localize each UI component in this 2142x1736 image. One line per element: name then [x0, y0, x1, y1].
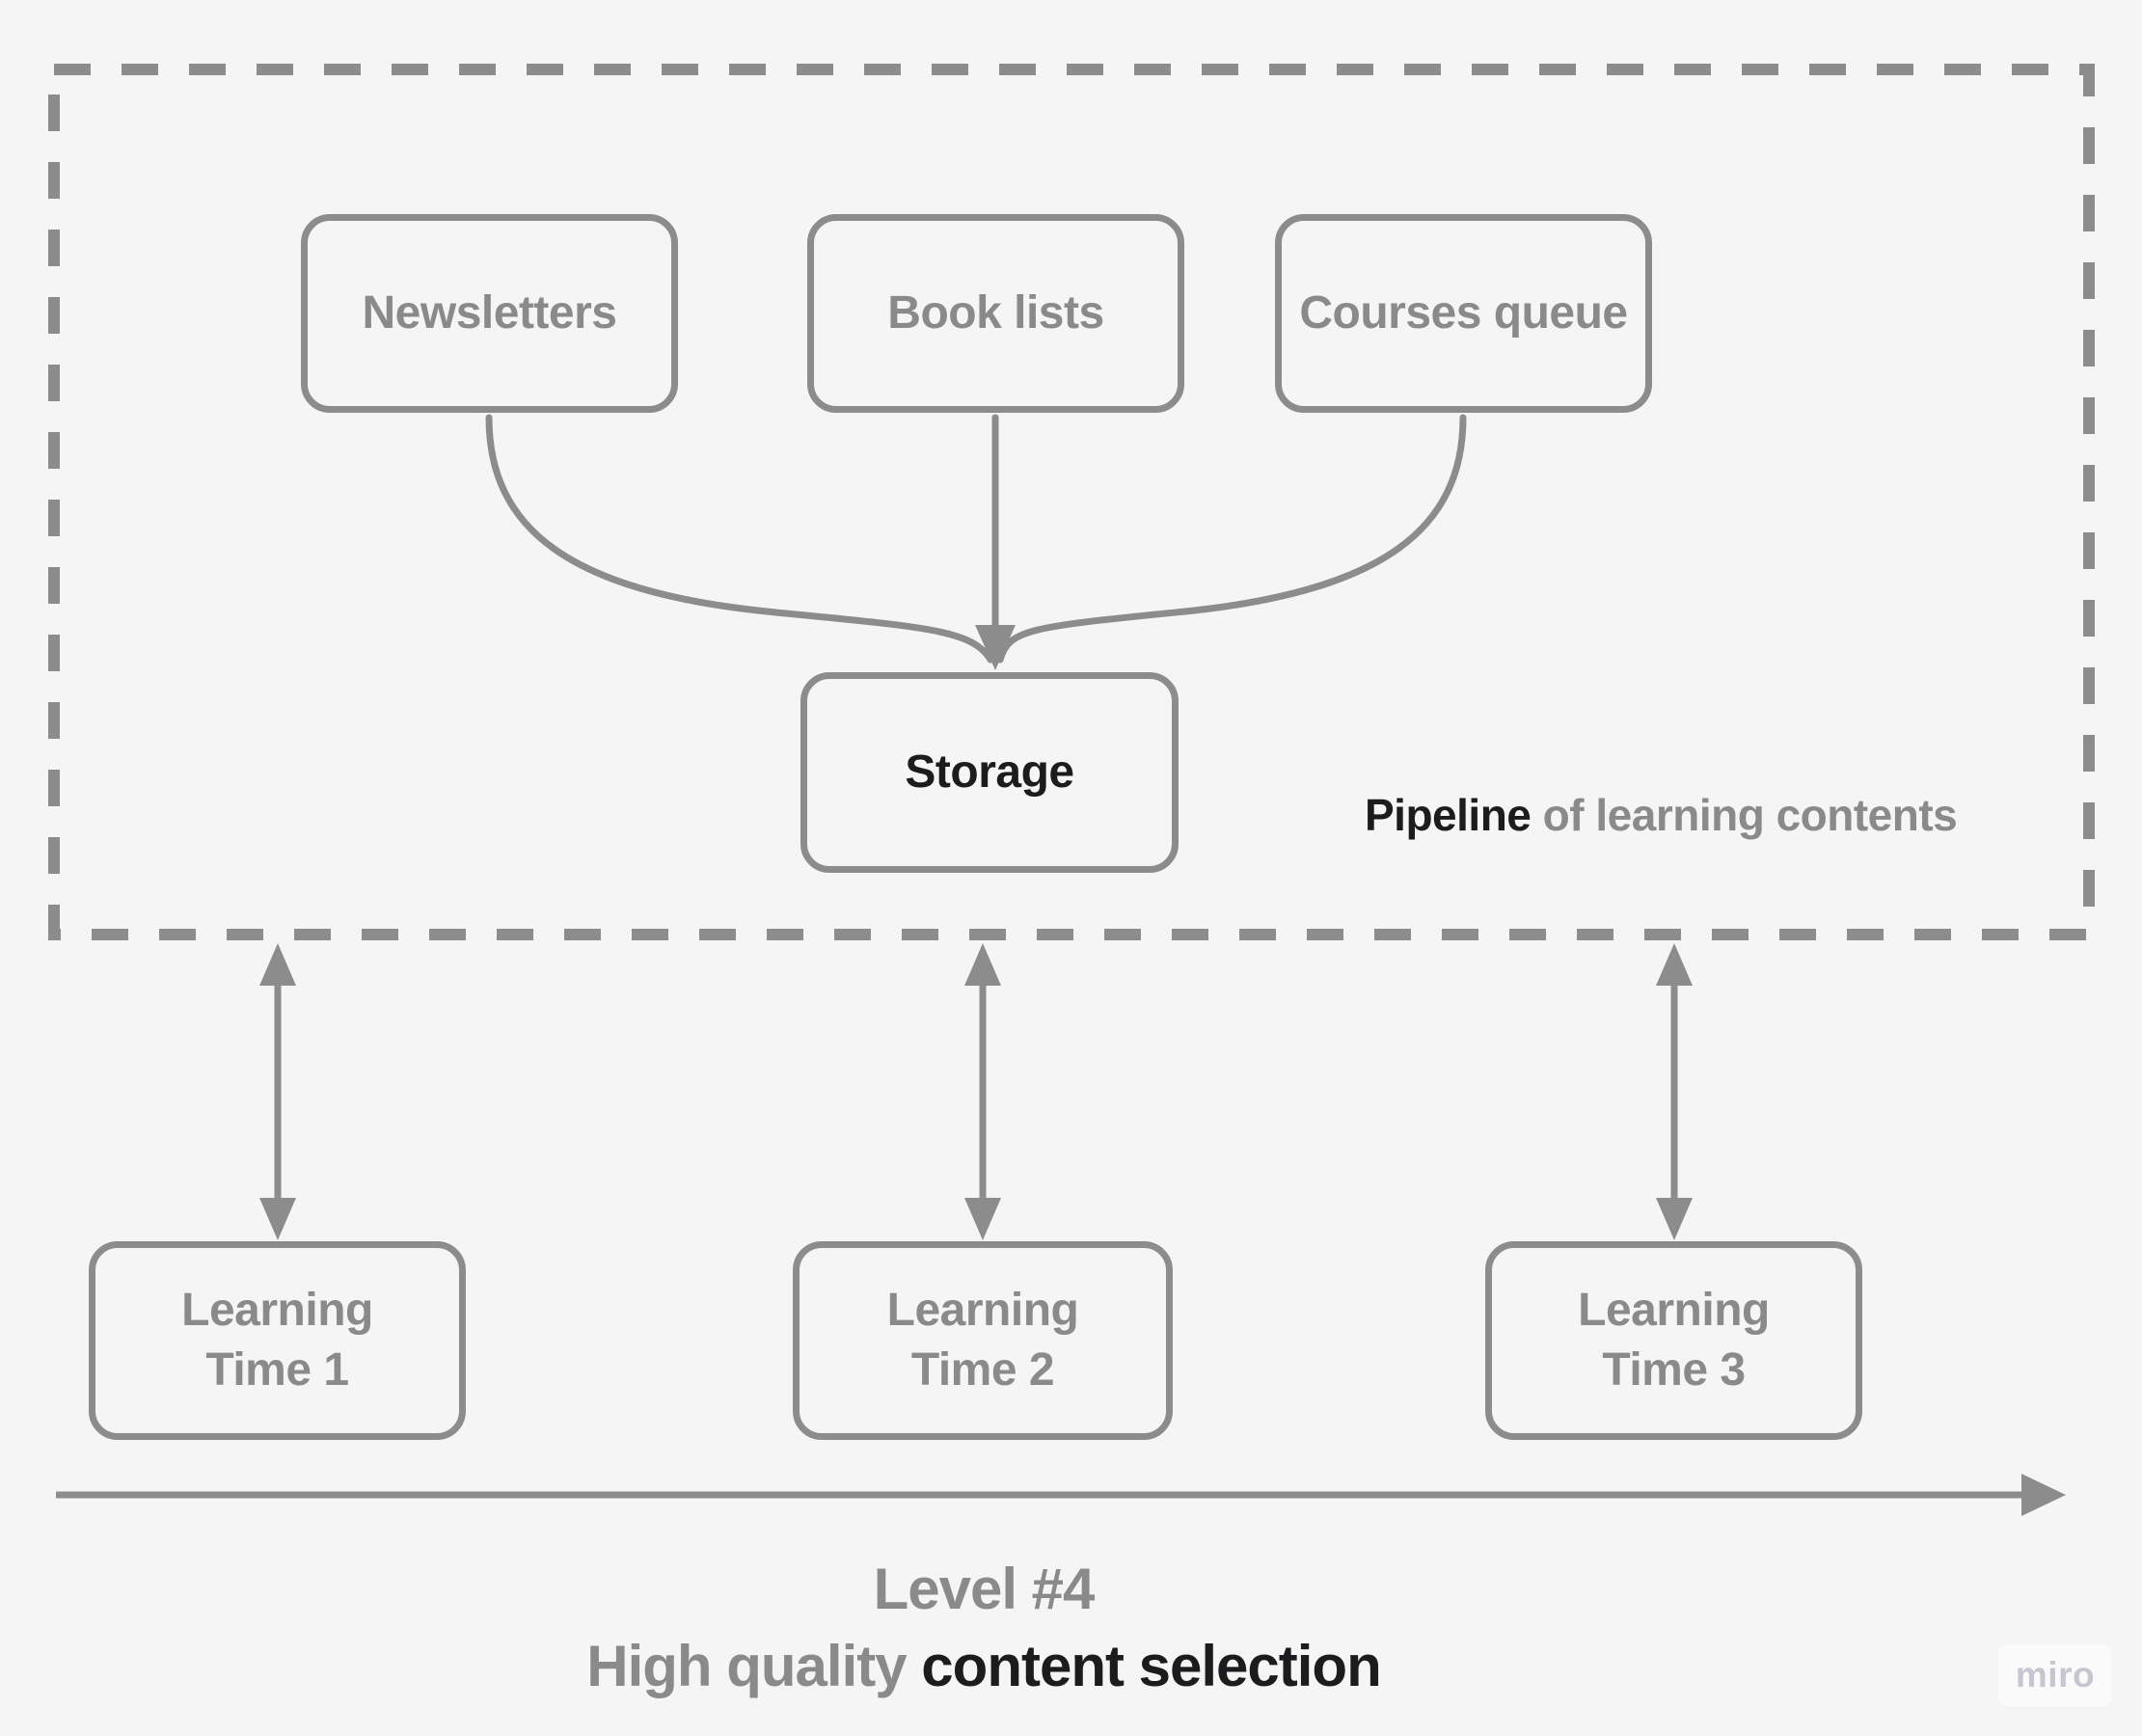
subtitle[interactable]: High quality content selection — [586, 1632, 1381, 1701]
pipeline-caption-bold: Pipeline — [1365, 790, 1532, 840]
edge-newsletters-storage[interactable] — [485, 414, 994, 664]
node-learning-time-3-line2: Time 3 — [1602, 1344, 1746, 1396]
pipeline-caption[interactable]: Pipeline of learning contents — [1365, 789, 1958, 841]
pipeline-caption-rest: of learning contents — [1542, 790, 1958, 840]
node-learning-time-2[interactable]: Learning Time 2 — [793, 1241, 1173, 1440]
edge-coursesqueue-storage[interactable] — [996, 414, 1467, 664]
node-learning-time-2-line2: Time 2 — [910, 1344, 1055, 1396]
edge-frame-learningtime1[interactable] — [259, 943, 296, 1240]
node-book-lists[interactable]: Book lists — [807, 214, 1184, 413]
node-courses-queue-label: Courses queue — [1299, 287, 1628, 339]
node-book-lists-label: Book lists — [887, 287, 1104, 339]
subtitle-dark-part: content selection — [921, 1634, 1381, 1698]
pipeline-frame-dashed-border[interactable] — [48, 64, 2095, 940]
node-learning-time-1[interactable]: Learning Time 1 — [89, 1241, 466, 1440]
miro-watermark: miro — [1998, 1644, 2112, 1706]
node-learning-time-1-line1: Learning — [181, 1285, 373, 1336]
timeline-arrow[interactable] — [56, 1474, 2066, 1516]
node-courses-queue[interactable]: Courses queue — [1275, 214, 1652, 413]
miro-logo-text: miro — [2015, 1655, 2096, 1695]
node-learning-time-2-line1: Learning — [886, 1285, 1079, 1336]
node-learning-time-3-line1: Learning — [1578, 1285, 1770, 1336]
node-learning-time-1-line2: Time 1 — [205, 1344, 349, 1396]
node-learning-time-3[interactable]: Learning Time 3 — [1485, 1241, 1862, 1440]
edge-frame-learningtime2[interactable] — [964, 943, 1001, 1240]
level-title-text: Level #4 — [873, 1557, 1096, 1621]
storage-arrowhead-icon — [975, 625, 1016, 670]
node-newsletters[interactable]: Newsletters — [301, 214, 678, 413]
level-title[interactable]: Level #4 — [873, 1555, 1096, 1624]
subtitle-gray-part: High quality — [586, 1634, 907, 1698]
node-storage[interactable]: Storage — [800, 672, 1179, 873]
edge-frame-learningtime3[interactable] — [1656, 943, 1693, 1240]
node-storage-label: Storage — [905, 746, 1074, 798]
node-newsletters-label: Newsletters — [362, 287, 617, 339]
